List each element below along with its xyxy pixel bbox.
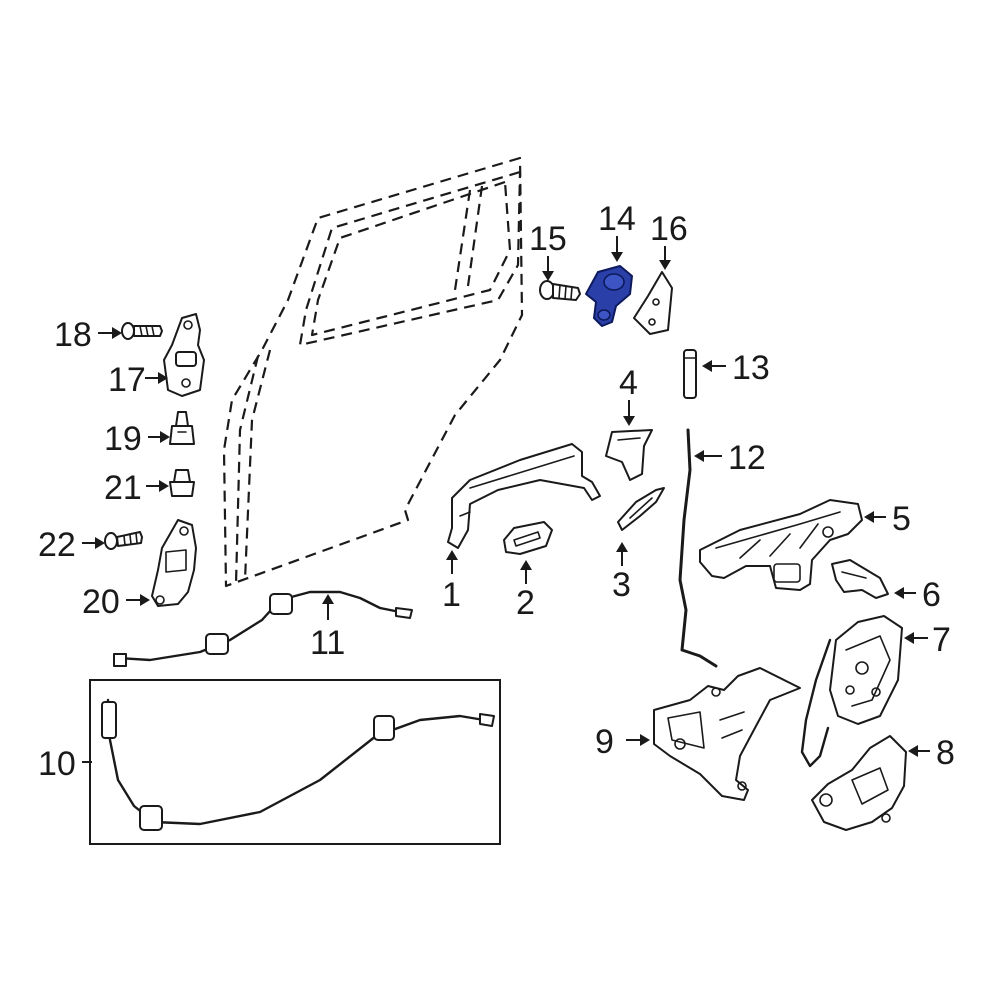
svg-text:21: 21: [104, 469, 142, 507]
part-3-gasket[interactable]: [617, 487, 665, 531]
svg-text:18: 18: [54, 316, 92, 354]
svg-text:17: 17: [108, 361, 146, 399]
svg-text:6: 6: [922, 576, 941, 614]
callout-15: 15: [529, 220, 567, 281]
svg-text:16: 16: [650, 210, 688, 248]
callout-19: 19: [104, 420, 170, 458]
callout-20: 20: [82, 583, 150, 621]
callout-8: 8: [908, 734, 955, 772]
part-12-rod[interactable]: [678, 428, 718, 668]
part-20-hinge[interactable]: [151, 519, 197, 607]
part-6-bracket[interactable]: [831, 559, 889, 599]
part-5-handle-carrier[interactable]: [699, 499, 863, 591]
part-16-plate[interactable]: [633, 271, 673, 335]
part-11-cable[interactable]: [113, 590, 413, 667]
callout-7: 7: [904, 621, 951, 659]
door-outline: [222, 156, 524, 588]
part-4-cap[interactable]: [605, 429, 653, 481]
svg-text:9: 9: [595, 723, 614, 761]
part-17-hinge[interactable]: [163, 313, 205, 397]
part-21-bolt[interactable]: [169, 469, 195, 497]
callout-21: 21: [104, 469, 169, 507]
svg-text:3: 3: [612, 566, 631, 604]
svg-text:19: 19: [104, 420, 142, 458]
svg-text:15: 15: [529, 220, 567, 258]
svg-text:14: 14: [598, 200, 636, 238]
part-22-screw[interactable]: [104, 531, 143, 550]
svg-text:10: 10: [38, 745, 76, 783]
svg-text:12: 12: [728, 439, 766, 477]
part-18-screw[interactable]: [121, 322, 163, 340]
callout-2: 2: [516, 560, 535, 622]
callout-16: 16: [650, 210, 688, 270]
part-1-outside-handle[interactable]: [447, 443, 601, 549]
callout-11: 11: [310, 594, 345, 662]
svg-text:5: 5: [892, 500, 911, 538]
callout-5: 5: [864, 500, 911, 538]
part-9-bracket[interactable]: [653, 667, 801, 801]
svg-text:8: 8: [936, 734, 955, 772]
callout-10: 10: [38, 745, 92, 783]
part-14-striker-highlighted[interactable]: [585, 265, 633, 327]
svg-text:7: 7: [932, 621, 951, 659]
svg-text:20: 20: [82, 583, 120, 621]
svg-text:1: 1: [442, 576, 461, 614]
callout-12: 12: [694, 439, 766, 477]
callout-6: 6: [894, 576, 941, 614]
part-10-cable[interactable]: [101, 698, 495, 831]
callout-4: 4: [619, 364, 638, 426]
callout-13: 13: [702, 349, 770, 387]
callout-18: 18: [54, 316, 122, 354]
svg-text:13: 13: [732, 349, 770, 387]
svg-text:4: 4: [619, 364, 638, 402]
svg-text:11: 11: [310, 624, 345, 662]
svg-text:2: 2: [516, 584, 535, 622]
callout-1: 1: [442, 550, 461, 614]
callout-9: 9: [595, 723, 650, 761]
svg-text:22: 22: [38, 526, 76, 564]
part-8-actuator[interactable]: [811, 735, 907, 831]
callout-17: 17: [108, 361, 168, 399]
callout-3: 3: [612, 542, 631, 604]
part-19-bolt[interactable]: [169, 411, 195, 445]
part-13-pin[interactable]: [683, 349, 697, 399]
callout-22: 22: [38, 526, 105, 564]
part-15-screw[interactable]: [539, 280, 581, 301]
part-2-bezel[interactable]: [503, 521, 553, 555]
callout-14: 14: [598, 200, 636, 262]
part-7-latch[interactable]: [800, 615, 903, 768]
